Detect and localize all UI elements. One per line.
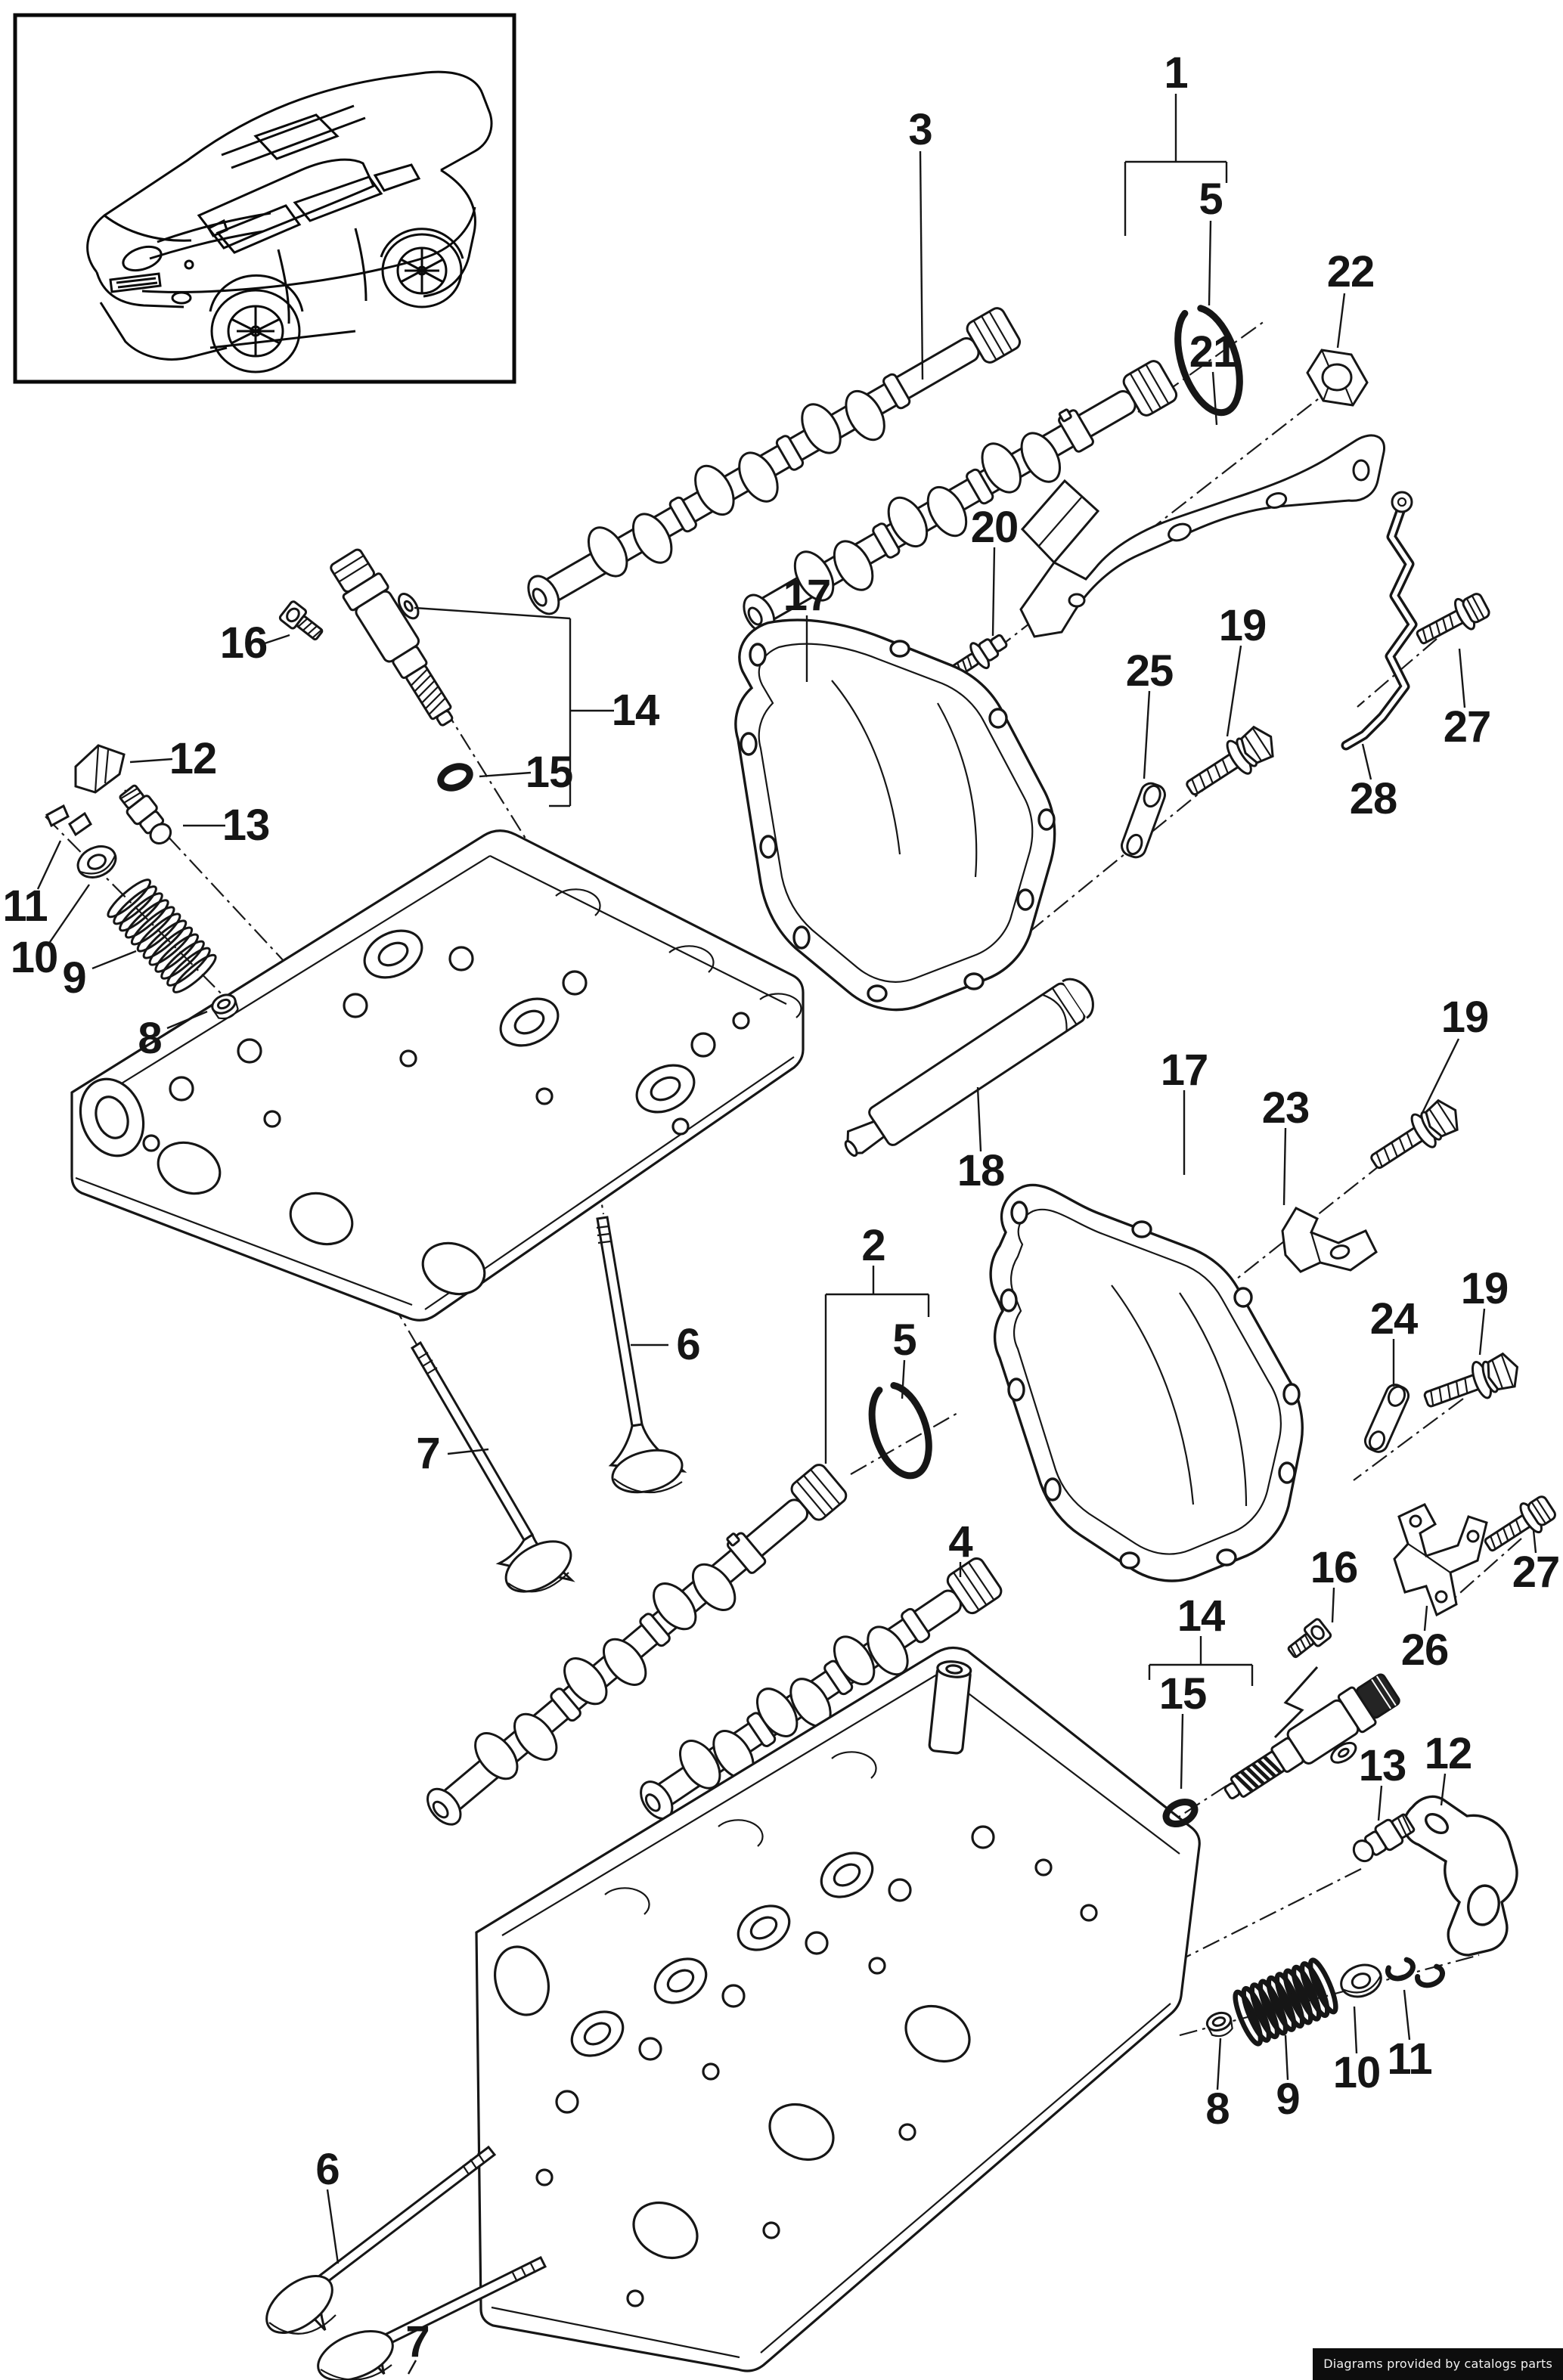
valve-keepers-11b-drawing <box>1385 1957 1446 1988</box>
vehicle-inset <box>13 13 516 384</box>
screw-13a-drawing <box>119 784 172 845</box>
cylinder-head-2-drawing <box>475 1646 1201 2372</box>
cover-17a-drawing <box>734 618 1056 1012</box>
bolt-27a-drawing <box>1416 593 1490 645</box>
valve-6b-drawing <box>265 2145 497 2335</box>
bolt-27b-drawing <box>1484 1495 1556 1552</box>
spring-seat-8a-drawing <box>211 993 239 1020</box>
sensor-12a-drawing <box>74 744 126 794</box>
cover-17b-drawing <box>989 1183 1304 1582</box>
spring-retainer-10b-drawing <box>1340 1963 1382 1998</box>
camshaft-1-drawing <box>743 360 1178 634</box>
spring-retainer-10a-drawing <box>76 845 117 879</box>
cylinder-head-1-drawing <box>70 829 805 1322</box>
bracket-26-drawing <box>1393 1503 1488 1617</box>
socket-bolt-16b-drawing <box>1287 1618 1332 1659</box>
valve-6a-drawing <box>596 1216 687 1494</box>
bracket-23-drawing <box>1281 1207 1378 1273</box>
valve-spring-9a-drawing <box>107 879 217 993</box>
valve-7a-drawing <box>410 1340 575 1593</box>
valve-7b-drawing <box>317 2255 547 2380</box>
valve-spring-9b-drawing <box>1233 1957 1338 2047</box>
solenoid-14b-drawing <box>1223 1666 1400 1800</box>
suv-line-drawing <box>86 70 493 373</box>
inset-border <box>13 13 516 384</box>
retainer-tab-24-drawing <box>1363 1384 1410 1453</box>
spring-seat-8b-drawing <box>1205 2011 1233 2038</box>
seal-ring-5b-drawing <box>868 1382 932 1480</box>
valve-keepers-11a-drawing <box>45 804 92 837</box>
camshaft-2-drawing <box>426 1464 848 1826</box>
watermark: Diagrams provided by catalogs parts <box>1313 2348 1563 2380</box>
screw-13b-drawing <box>1352 1813 1416 1863</box>
leader-lines <box>36 94 1537 2375</box>
retainer-tab-25-drawing <box>1121 782 1166 859</box>
solenoid-14a-drawing <box>330 548 454 727</box>
socket-bolt-16a-drawing <box>278 600 324 641</box>
o-ring-15b-drawing <box>1162 1798 1199 1828</box>
rocker-arm-12b-drawing <box>1402 1795 1518 1957</box>
bolt-19a-drawing <box>1186 725 1274 796</box>
bolt-19c-drawing <box>1423 1352 1519 1408</box>
camshaft-3-drawing <box>527 307 1022 615</box>
nut-22-drawing <box>1306 349 1369 407</box>
sealant-tube-18-drawing <box>844 978 1094 1157</box>
bolt-19b-drawing <box>1370 1099 1459 1170</box>
seal-ring-5a-drawing <box>1174 305 1243 417</box>
support-rail-21-drawing <box>1019 434 1385 638</box>
spring-clip-28-drawing <box>1341 491 1418 751</box>
o-ring-15a-drawing <box>437 763 473 792</box>
